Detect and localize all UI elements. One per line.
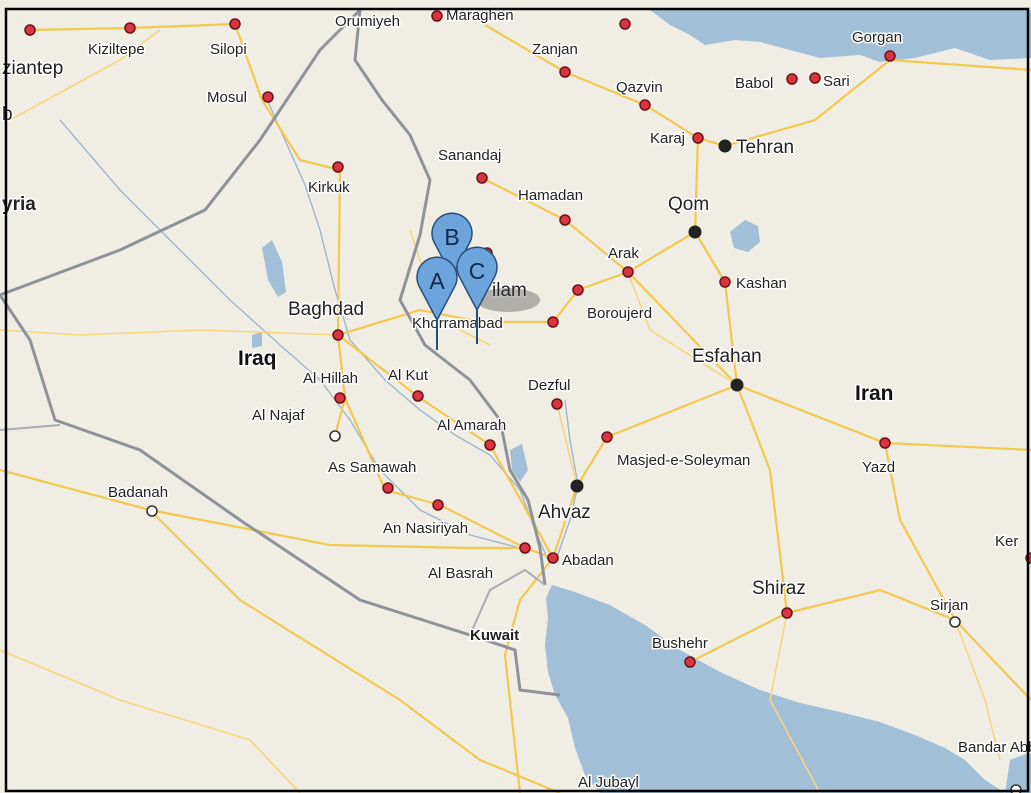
city-label-abadan: Abadan bbox=[562, 552, 614, 569]
marker-shadow bbox=[476, 288, 540, 312]
city-label-kashan: Kashan bbox=[736, 275, 787, 292]
country-label-kuwait: Kuwait bbox=[470, 627, 519, 644]
city-label-as-samawah: As Samawah bbox=[328, 459, 416, 476]
city-label-hamadan: Hamadan bbox=[518, 187, 583, 204]
city-label-sirjan: Sirjan bbox=[930, 597, 968, 614]
marker-a-pin-icon bbox=[416, 256, 458, 322]
borders bbox=[0, 8, 561, 697]
city-label-qom: Qom bbox=[668, 194, 709, 215]
city-label-babol: Babol bbox=[735, 75, 773, 92]
city-label-bandar-abbas: Bandar Abbas bbox=[958, 739, 1031, 756]
city-label-kiziltepe: Kiziltepe bbox=[88, 41, 145, 58]
city-label-shiraz: Shiraz bbox=[752, 578, 806, 599]
gulf-of-oman bbox=[1005, 752, 1031, 793]
city-label-ilam: ilam bbox=[492, 280, 527, 301]
city-label-al-amarah: Al Amarah bbox=[437, 417, 506, 434]
caspian-sea bbox=[650, 10, 1031, 62]
country-label-iran: Iran bbox=[855, 382, 894, 405]
city-label-qazvin: Qazvin bbox=[616, 79, 663, 96]
persian-gulf bbox=[545, 585, 1005, 793]
city-label-gorgan: Gorgan bbox=[852, 29, 902, 46]
city-label-masjed-e-soleyman: Masjed-e-Soleyman bbox=[617, 452, 750, 469]
city-label-bushehr: Bushehr bbox=[652, 635, 708, 652]
marker-a-letter: A bbox=[429, 268, 445, 294]
city-label-orumiyeh: Orumiyeh bbox=[335, 13, 400, 30]
edge-label-ziantep: ziantep bbox=[2, 58, 63, 79]
city-label-esfahan: Esfahan bbox=[692, 346, 762, 367]
city-label-al-hillah: Al Hillah bbox=[303, 370, 358, 387]
city-label-al-basrah: Al Basrah bbox=[428, 565, 493, 582]
city-label-sari: Sari bbox=[823, 73, 850, 90]
tigris-river bbox=[264, 94, 549, 561]
city-label-khorramabad: Khorramabad bbox=[412, 315, 503, 332]
lake-qom bbox=[730, 220, 760, 252]
city-label-sanandaj: Sanandaj bbox=[438, 147, 501, 164]
lake-milh bbox=[252, 332, 262, 348]
city-label-silopi: Silopi bbox=[210, 41, 247, 58]
marker-b-letter: B bbox=[444, 224, 459, 250]
city-label-maraghen: Maraghen bbox=[446, 7, 514, 24]
hawizeh-marsh bbox=[510, 444, 528, 482]
city-label-baghdad: Baghdad bbox=[288, 299, 364, 320]
city-label-al-najaf: Al Najaf bbox=[252, 407, 305, 424]
edge-label-b: b bbox=[2, 104, 13, 125]
lake-tharthar bbox=[262, 240, 286, 297]
marker-c[interactable]: C bbox=[456, 246, 498, 344]
city-label-al-kut: Al Kut bbox=[388, 367, 429, 384]
marker-c-letter: C bbox=[469, 258, 486, 284]
city-label-badanah: Badanah bbox=[108, 484, 168, 501]
edge-label-ker: Ker bbox=[995, 533, 1018, 550]
city-label-boroujerd: Boroujerd bbox=[587, 305, 652, 322]
marker-c-pin-icon bbox=[456, 246, 498, 312]
roads bbox=[0, 22, 1031, 793]
city-label-an-nasiriyah: An Nasiriyah bbox=[383, 520, 468, 537]
city-label-zanjan: Zanjan bbox=[532, 41, 578, 58]
city-label-karaj: Karaj bbox=[650, 130, 685, 147]
city-label-al-jubayl: Al Jubayl bbox=[578, 774, 639, 791]
city-label-arak: Arak bbox=[608, 245, 639, 262]
city-label-mosul: Mosul bbox=[207, 89, 247, 106]
city-label-yazd: Yazd bbox=[862, 459, 895, 476]
city-labels: Kiziltepe Silopi Orumiyeh Zanjan Gorgan … bbox=[87, 12, 1031, 793]
city-label-tehran: Tehran bbox=[736, 137, 794, 158]
map-frame bbox=[4, 7, 1030, 793]
city-label-dezful: Dezful bbox=[528, 377, 571, 394]
marker-a[interactable]: A bbox=[416, 256, 458, 350]
marker-b-pin-icon bbox=[431, 212, 473, 278]
city-label-kirkuk: Kirkuk bbox=[308, 179, 350, 196]
country-label-iraq: Iraq bbox=[238, 347, 277, 370]
city-label-ahvaz: Ahvaz bbox=[538, 502, 591, 523]
